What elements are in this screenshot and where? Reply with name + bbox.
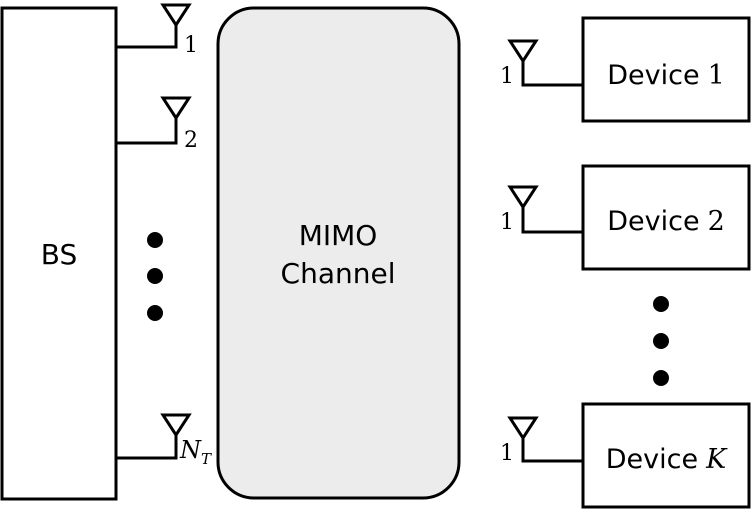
mimo-channel: MIMO Channel xyxy=(216,6,461,500)
mimo-channel-box xyxy=(216,6,461,500)
device-2-feed xyxy=(521,207,583,234)
device-1-label: Device 1 xyxy=(607,60,725,91)
device-k-antenna-label: 1 xyxy=(500,441,514,466)
device-1-box xyxy=(581,16,751,123)
antenna-icon xyxy=(507,416,539,441)
bs-antenna-nt: NT xyxy=(116,413,212,468)
device-2-box xyxy=(581,164,751,271)
bs-antenna-nt-label: NT xyxy=(179,436,212,468)
base-station-box xyxy=(0,6,118,501)
bs-antenna-1-label: 1 xyxy=(184,33,198,58)
mimo-channel-label-line2: Channel xyxy=(281,257,396,290)
antenna-icon xyxy=(160,413,192,438)
ellipsis-dot xyxy=(147,305,163,321)
ellipsis-dot xyxy=(653,370,669,386)
ellipsis-dot xyxy=(147,268,163,284)
device-1-name: Device xyxy=(607,60,699,91)
bs-antenna-2-feed xyxy=(116,118,178,145)
bs-antenna-1: 1 xyxy=(116,3,198,58)
mimo-channel-label-line1: MIMO xyxy=(299,219,378,252)
device-1-index: 1 xyxy=(708,60,725,91)
antenna-icon xyxy=(507,39,539,64)
bs-antenna-ellipsis xyxy=(147,232,163,321)
bs-antenna-nt-label-sub: T xyxy=(201,450,212,468)
ellipsis-dot xyxy=(653,333,669,349)
bs-antenna-nt-feed xyxy=(116,435,178,460)
device-2-name: Device xyxy=(607,206,699,237)
bs-antenna-2-label: 2 xyxy=(184,128,198,153)
device-2-index: 2 xyxy=(708,206,725,237)
device-1-feed xyxy=(521,61,583,87)
base-station-label: BS xyxy=(41,238,78,271)
antenna-icon xyxy=(160,3,192,28)
ellipsis-dot xyxy=(147,232,163,248)
bs-antenna-1-feed xyxy=(116,25,178,49)
bs-antenna-2: 2 xyxy=(116,96,198,153)
device-2-label: Device 2 xyxy=(607,206,725,237)
antenna-icon xyxy=(160,96,192,121)
ellipsis-dot xyxy=(653,296,669,312)
device-2: 1 Device 2 xyxy=(500,164,751,271)
device-k-index: K xyxy=(705,444,728,475)
base-station: BS xyxy=(0,6,118,501)
bs-antenna-nt-label-main: N xyxy=(179,436,202,464)
device-2-antenna-label: 1 xyxy=(500,210,514,235)
device-ellipsis xyxy=(653,296,669,386)
device-1: 1 Device 1 xyxy=(500,16,751,123)
device-k-name: Device xyxy=(606,444,698,475)
device-1-antenna-label: 1 xyxy=(500,64,514,89)
device-k-feed xyxy=(521,438,583,463)
device-k-box xyxy=(581,402,751,509)
antenna-icon xyxy=(507,185,539,210)
